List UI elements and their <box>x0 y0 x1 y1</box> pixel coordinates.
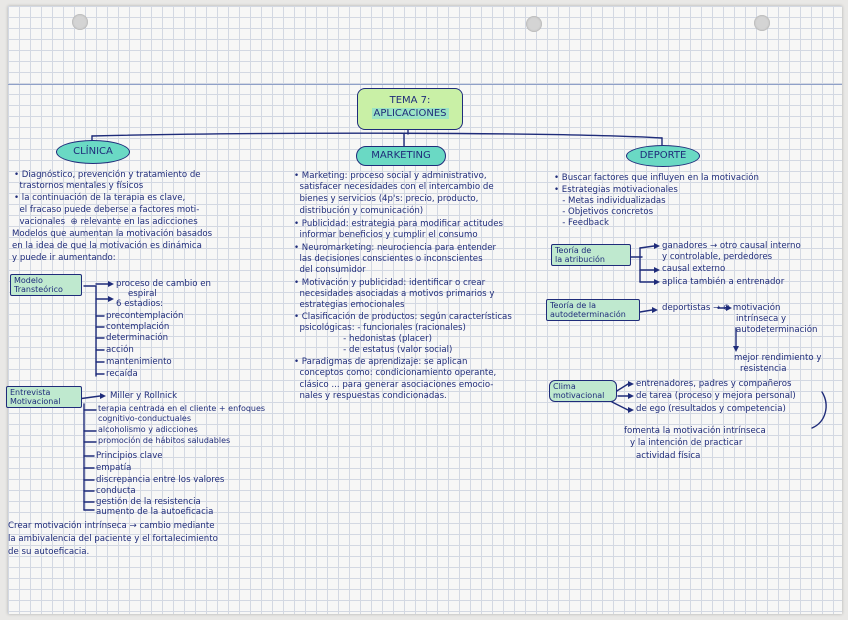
topic-title-box: TEMA 7: APLICACIONES <box>357 88 463 130</box>
atribucion-item: ganadores → otro causal interno <box>662 241 801 251</box>
clinica-line: el fracaso puede deberse a factores moti… <box>14 205 200 215</box>
modelo-box-line2: Transteórico <box>14 285 63 294</box>
modelo-transteorico-box: Modelo Transteórico <box>10 274 82 296</box>
clinica-line: vacionales ⊕ relevante en las adicciones <box>14 217 198 227</box>
deporte-line: • Estrategias motivacionales <box>554 185 678 195</box>
deporte-line: • Buscar factores que influyen en la mot… <box>554 173 759 183</box>
clinica-line: • la continuación de la terapia es clave… <box>14 193 186 203</box>
entrevista-item: terapia centrada en el cliente + enfoque… <box>98 404 266 413</box>
autodeterminacion-item: intrínseca y <box>736 314 787 324</box>
clinica-line: y puede ir aumentando: <box>12 253 116 263</box>
modelo-item: precontemplación <box>106 311 184 321</box>
modelo-item: 6 estadios: <box>116 299 164 309</box>
clinica-footer-line: la ambivalencia del paciente y el fortal… <box>8 534 218 544</box>
clinica-line: trastornos mentales y físicos <box>14 181 144 191</box>
topic-title-line2-wrap: APLICACIONES <box>358 107 462 120</box>
autodeterminacion-box-line1: Teoría de la <box>550 301 596 310</box>
clima-motivacional-box: Clima motivacional <box>549 380 617 402</box>
marketing-line: • Clasificación de productos: según cara… <box>294 312 512 322</box>
deporte-footer-line: fomenta la motivación intrínseca <box>624 426 766 436</box>
autodeterminacion-item: mejor rendimiento y <box>734 353 822 363</box>
marketing-line: - hedonistas (placer) <box>294 334 432 344</box>
clima-box-line2: motivacional <box>553 391 605 400</box>
modelo-item: recaída <box>106 369 138 379</box>
entrevista-item: alcoholismo y adicciones <box>98 425 198 434</box>
punch-hole-right <box>754 15 770 31</box>
entrevista-item: discrepancia entre los valores <box>96 475 225 485</box>
marketing-line: bienes y servicios (4p's: precio, produc… <box>294 194 479 204</box>
entrevista-item: conducta <box>96 486 136 496</box>
clima-item: de tarea (proceso y mejora personal) <box>636 391 796 401</box>
deporte-footer-line: actividad física <box>636 451 701 461</box>
deporte-line: - Objetivos concretos <box>554 207 654 217</box>
autodeterminacion-box-line2: autodeterminación <box>550 310 626 319</box>
marketing-line: las decisiones conscientes o inconscient… <box>294 254 483 264</box>
marketing-line: • Neuromarketing: neurociencia para ente… <box>294 243 497 253</box>
entrevista-item: gestión de la resistencia <box>96 497 201 507</box>
clima-box-line1: Clima <box>553 382 576 391</box>
topic-title-line1: TEMA 7: <box>389 95 431 106</box>
autodeterminacion-item: resistencia <box>740 364 787 374</box>
deporte-footer-line: y la intención de practicar <box>630 438 743 448</box>
topic-title-line2: APLICACIONES <box>371 108 449 119</box>
entrevista-item: cognitivo-conductuales <box>98 414 192 423</box>
marketing-line: necesidades asociadas a motivos primario… <box>294 289 495 299</box>
clinica-line: • Diagnóstico, prevención y tratamiento … <box>14 170 201 180</box>
marketing-line: • Publicidad: estrategia para modificar … <box>294 219 504 229</box>
page-margin-line <box>8 84 842 85</box>
marketing-line: estrategias emocionales <box>294 300 405 310</box>
marketing-line: • Motivación y publicidad: identificar o… <box>294 278 486 288</box>
clima-item: entrenadores, padres y compañeros <box>636 379 792 389</box>
entrevista-item: empatía <box>96 463 132 473</box>
marketing-line: nales y respuestas condicionadas. <box>294 391 447 401</box>
teoria-atribucion-box: Teoría de la atribución <box>551 244 631 266</box>
marketing-line: satisfacer necesidades con el intercambi… <box>294 182 494 192</box>
entrevista-box-line2: Motivacional <box>10 397 61 406</box>
marketing-line: - de estatus (valor social) <box>294 345 453 355</box>
entrevista-item: Principios clave <box>96 451 163 461</box>
punch-hole-left <box>72 14 88 30</box>
marketing-line: clásico ... para generar asociaciones em… <box>294 380 494 390</box>
modelo-item: contemplación <box>106 322 170 332</box>
clinica-footer-line: Crear motivación intrínseca → cambio med… <box>8 521 215 531</box>
modelo-box-line1: Modelo <box>14 276 43 285</box>
entrevista-item: promoción de hábitos saludables <box>98 436 231 445</box>
atribucion-box-line2: la atribución <box>555 255 605 264</box>
entrevista-box-line1: Entrevista <box>10 388 51 397</box>
modelo-item: determinación <box>106 333 169 343</box>
marketing-line: informar beneficios y cumplir el consumo <box>294 230 478 240</box>
autodeterminacion-item: autodeterminación <box>736 325 818 335</box>
entrevista-item: aumento de la autoeficacia <box>96 507 214 517</box>
autodeterminacion-item: deportistas → ⊕ motivación <box>662 303 781 313</box>
marketing-line: del consumidor <box>294 265 366 275</box>
clinica-line: en la idea de que la motivación es dinám… <box>12 241 202 251</box>
modelo-item: proceso de cambio en <box>116 279 211 289</box>
teoria-autodeterminacion-box: Teoría de la autodeterminación <box>546 299 640 321</box>
clima-item: de ego (resultados y competencia) <box>636 404 786 414</box>
marketing-line: conceptos como: condicionamiento operant… <box>294 368 497 378</box>
atribucion-item: causal externo <box>662 264 726 274</box>
entrevista-motivacional-box: Entrevista Motivacional <box>6 386 82 408</box>
modelo-item: mantenimiento <box>106 357 172 367</box>
deporte-line: - Metas individualizadas <box>554 196 666 206</box>
clinica-line: Modelos que aumentan la motivación basad… <box>12 229 213 239</box>
branch-deporte: DEPORTE <box>626 145 700 167</box>
entrevista-item: Miller y Rollnick <box>110 391 178 401</box>
branch-clinica: CLÍNICA <box>56 140 130 164</box>
punch-hole-middle <box>526 16 542 32</box>
marketing-line: • Marketing: proceso social y administra… <box>294 171 487 181</box>
marketing-line: distribución y comunicación) <box>294 206 424 216</box>
modelo-item: acción <box>106 345 134 355</box>
marketing-line: psicológicas: - funcionales (racionales) <box>294 323 466 333</box>
branch-marketing: MARKETING <box>356 146 446 166</box>
deporte-line: - Feedback <box>554 218 609 228</box>
atribucion-item: aplica también a entrenador <box>662 277 785 287</box>
clinica-footer-line: de su autoeficacia. <box>8 547 90 557</box>
atribucion-box-line1: Teoría de <box>555 246 592 255</box>
modelo-item: espiral <box>128 289 157 299</box>
marketing-line: • Paradigmas de aprendizaje: se aplican <box>294 357 468 367</box>
atribucion-item: y controlable, perdedores <box>662 252 773 262</box>
